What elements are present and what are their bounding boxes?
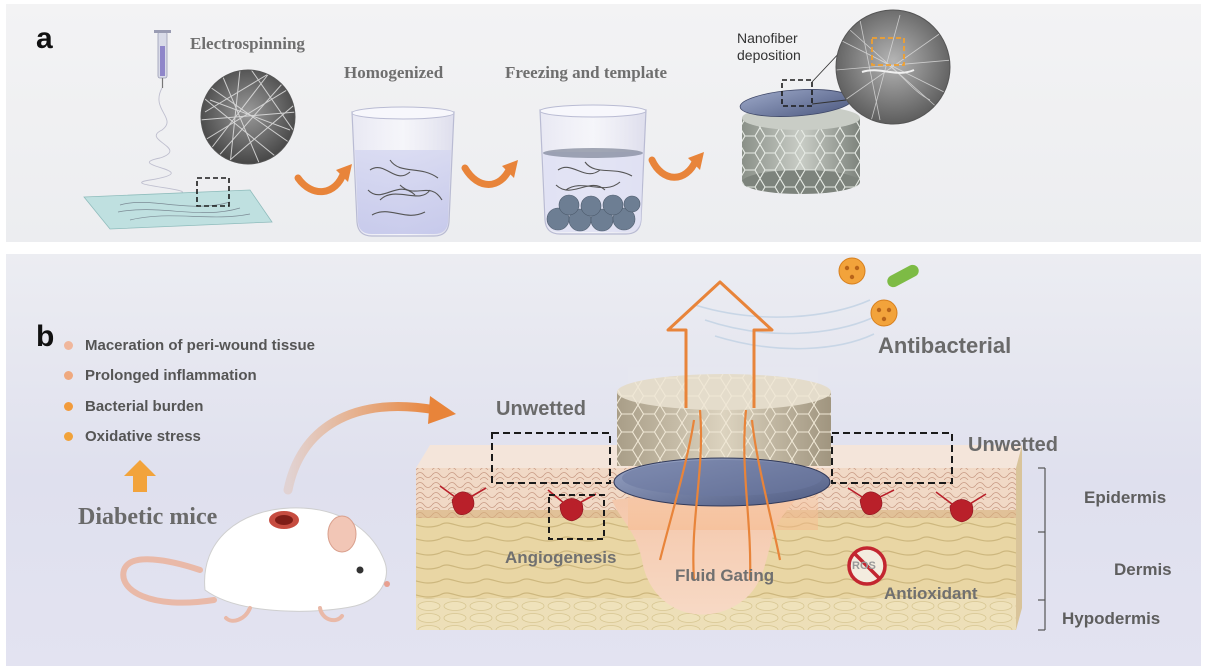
step-deposition-label-line2: deposition [737, 47, 801, 63]
fluid-gating-arrows [658, 280, 782, 581]
up-arrow-icon [124, 460, 156, 492]
sem-nanofiber-image [200, 69, 296, 165]
problem-item: Prolonged inflammation [64, 361, 315, 392]
unwetted-left-label: Unwetted [496, 398, 586, 420]
application-arrow [283, 396, 456, 495]
ros-label: ROS [852, 560, 876, 572]
beaker-homogenized [351, 106, 455, 237]
airflow-lines [694, 299, 875, 350]
problem-label: Prolonged inflammation [85, 367, 257, 385]
unwetted-right-label: Unwetted [968, 434, 1058, 456]
step-deposition-label-line1: Nanofiber [737, 30, 798, 46]
problem-label: Maceration of peri-wound tissue [85, 336, 316, 354]
syringe-icon [154, 30, 171, 88]
process-arrow-3 [648, 152, 704, 181]
process-arrow-1 [294, 164, 352, 196]
problem-item: Oxidative stress [64, 422, 315, 453]
fluid-gating-label: Fluid Gating [675, 566, 775, 585]
dermis-label: Dermis [1114, 560, 1172, 579]
step-homogenized-label: Homogenized [344, 63, 444, 82]
antioxidant-label: Antioxidant [884, 584, 978, 603]
bacteria-icon [838, 257, 919, 327]
problem-label: Oxidative stress [85, 428, 201, 446]
bullet-dot [64, 432, 73, 442]
no-ros-icon [847, 546, 887, 586]
diabetic-mouse-illustration [120, 507, 390, 623]
step-freezing-label: Freezing and template [505, 63, 668, 82]
step-electrospinning-label: Electrospinning [190, 34, 305, 53]
panel-a-label: a [36, 22, 53, 55]
dressing-scaffold [613, 374, 831, 507]
unwetted-region-right [831, 432, 953, 484]
layer-bracket [1038, 467, 1046, 631]
sem-deposition-image [835, 9, 951, 125]
angiogenesis-region [548, 494, 605, 540]
angiogenesis-label: Angiogenesis [505, 548, 617, 567]
hypodermis-label: Hypodermis [1062, 609, 1161, 628]
bullet-dot [64, 401, 73, 411]
unwetted-region-left [491, 432, 611, 484]
problem-item: Maceration of peri-wound tissue [64, 330, 315, 361]
electrospun-jet [141, 87, 183, 197]
bullet-dot [64, 371, 73, 381]
epidermis-label: Epidermis [1084, 488, 1167, 507]
problem-label: Bacterial burden [85, 397, 204, 415]
antibacterial-label: Antibacterial [878, 333, 1012, 358]
beaker-freezing-template [539, 104, 647, 235]
problem-item: Bacterial burden [64, 391, 315, 422]
bullet-dot [64, 340, 73, 350]
scaffold-cylinder [739, 49, 860, 194]
collector-mat [83, 177, 273, 230]
problem-list: Maceration of peri-wound tissue Prolonge… [64, 330, 315, 452]
diabetic-mice-label: Diabetic mice [78, 504, 218, 530]
process-arrow-2 [461, 160, 518, 188]
panel-b-label: b [36, 320, 55, 353]
